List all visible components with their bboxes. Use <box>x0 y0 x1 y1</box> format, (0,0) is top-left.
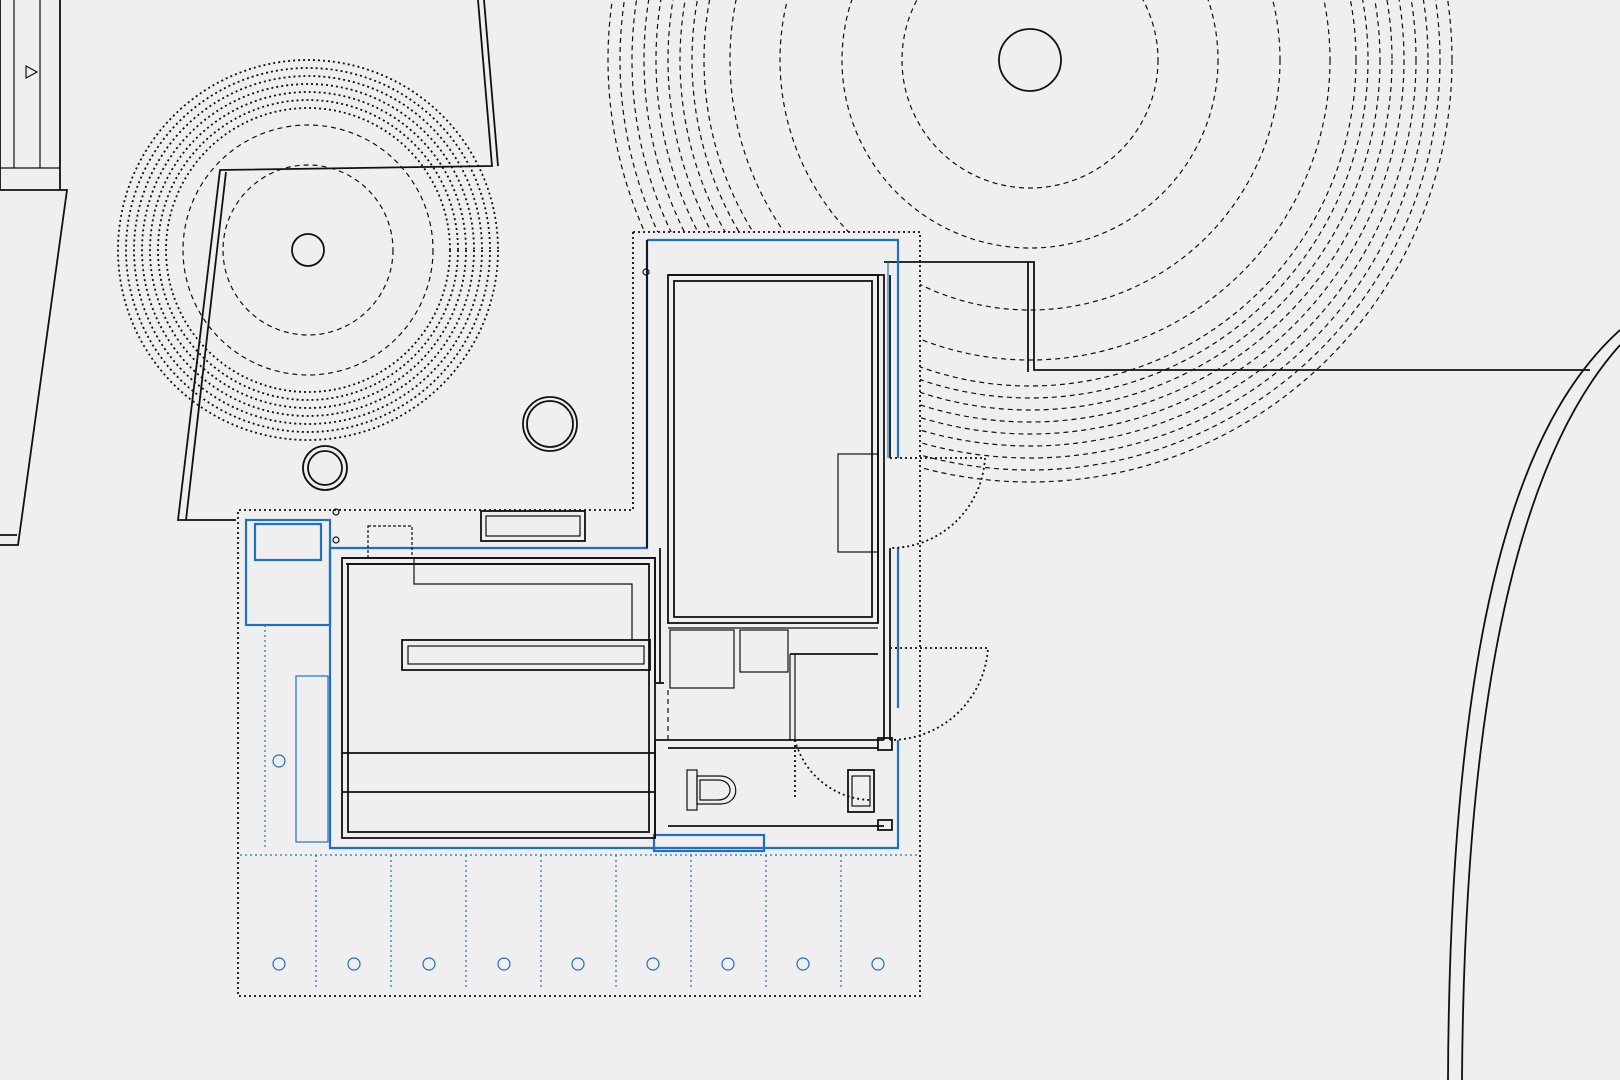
roof-overhang-outline <box>237 231 921 997</box>
kitchen-island <box>401 639 651 671</box>
planters <box>302 396 578 491</box>
door-swings <box>794 457 989 801</box>
building-mask <box>340 232 920 845</box>
door-swing-bath <box>794 739 871 801</box>
curved-path <box>1447 329 1620 1080</box>
planter-large <box>522 396 578 452</box>
foundation-piers <box>272 754 885 971</box>
details <box>332 268 893 831</box>
bathroom <box>686 769 875 813</box>
furniture <box>367 453 879 740</box>
tree-canopy-left <box>117 59 499 441</box>
cabinet-right <box>739 629 789 673</box>
main-walls <box>341 240 891 839</box>
bench <box>480 510 586 542</box>
toilet-icon <box>696 775 737 805</box>
triangle-arrow-icon <box>25 64 39 80</box>
neighbour-building-outline <box>0 0 69 546</box>
cabinet-left <box>669 629 735 689</box>
washbasin-icon <box>847 769 875 813</box>
tree-trunk-left <box>291 233 325 267</box>
tree-canopy-right <box>607 0 1453 483</box>
tree-trunk-right <box>998 28 1062 92</box>
desk <box>837 453 879 553</box>
terrace-boundary <box>176 0 1590 521</box>
door-swing-middle <box>889 647 989 741</box>
planter-small <box>302 445 348 491</box>
